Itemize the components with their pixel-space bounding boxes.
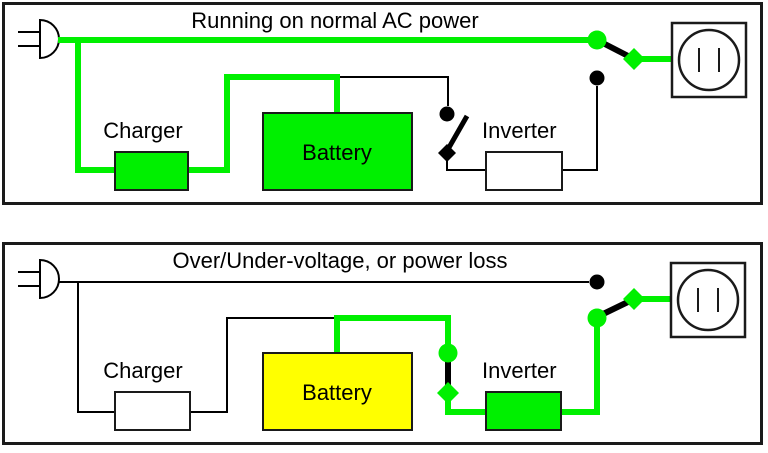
ac-contact-node xyxy=(587,30,607,50)
wire-ac-to-charger xyxy=(75,40,116,173)
plug-prongs xyxy=(18,271,40,287)
plug-prongs xyxy=(18,31,40,47)
wire-battery-to-switch xyxy=(334,315,451,354)
battery-switch-open xyxy=(438,106,470,162)
battery-box xyxy=(262,352,413,431)
inverter-contact-node xyxy=(587,308,607,328)
panel-title: Running on normal AC power xyxy=(191,8,478,33)
charger-label: Charger xyxy=(103,118,182,143)
output-contact-diamond xyxy=(623,288,645,310)
wire-battery-to-switch xyxy=(337,76,449,106)
outlet-icon xyxy=(669,261,747,339)
outlet-face xyxy=(676,268,740,332)
switch-top-contact-dot xyxy=(439,106,455,122)
outlet-icon xyxy=(670,21,748,99)
wire-charger-to-battery xyxy=(189,317,338,413)
charger-label: Charger xyxy=(103,358,182,383)
output-contact-diamond xyxy=(623,48,645,70)
charger-box xyxy=(114,151,189,191)
wire-ac-to-charger xyxy=(77,282,116,413)
wire-inverter-to-transfer-switch xyxy=(561,327,600,415)
inverter-contact-dot xyxy=(589,70,605,86)
switch-lever xyxy=(444,114,470,153)
battery-switch-closed xyxy=(437,343,459,404)
battery-label: Battery xyxy=(302,140,372,165)
ac-plug-icon xyxy=(18,258,60,300)
outlet-face xyxy=(677,28,741,92)
wire-charger-to-battery xyxy=(187,74,340,173)
switch-bottom-contact-diamond xyxy=(437,382,459,404)
panel-title: Over/Under-voltage, or power loss xyxy=(172,248,507,273)
ac-contact-dot xyxy=(589,274,605,290)
charger-box xyxy=(114,391,191,431)
battery-box xyxy=(262,112,413,191)
panel-power-loss: Over/Under-voltage, or power loss Charge… xyxy=(2,242,763,445)
panel-normal-ac-power: Running on normal AC power Charger Batte… xyxy=(2,2,763,205)
switch-top-contact-node xyxy=(438,343,458,363)
battery-label: Battery xyxy=(302,380,372,405)
transfer-switch-ac-position xyxy=(587,30,645,86)
switch-bottom-contact-diamond xyxy=(438,144,456,162)
wire-inverter-to-transfer-switch xyxy=(562,86,598,171)
plug-body xyxy=(39,258,60,300)
transfer-switch-inverter-position xyxy=(587,274,645,328)
inverter-box xyxy=(485,391,562,431)
inverter-label: Inverter xyxy=(482,358,557,383)
inverter-box xyxy=(485,151,563,191)
inverter-label: Inverter xyxy=(482,118,557,143)
